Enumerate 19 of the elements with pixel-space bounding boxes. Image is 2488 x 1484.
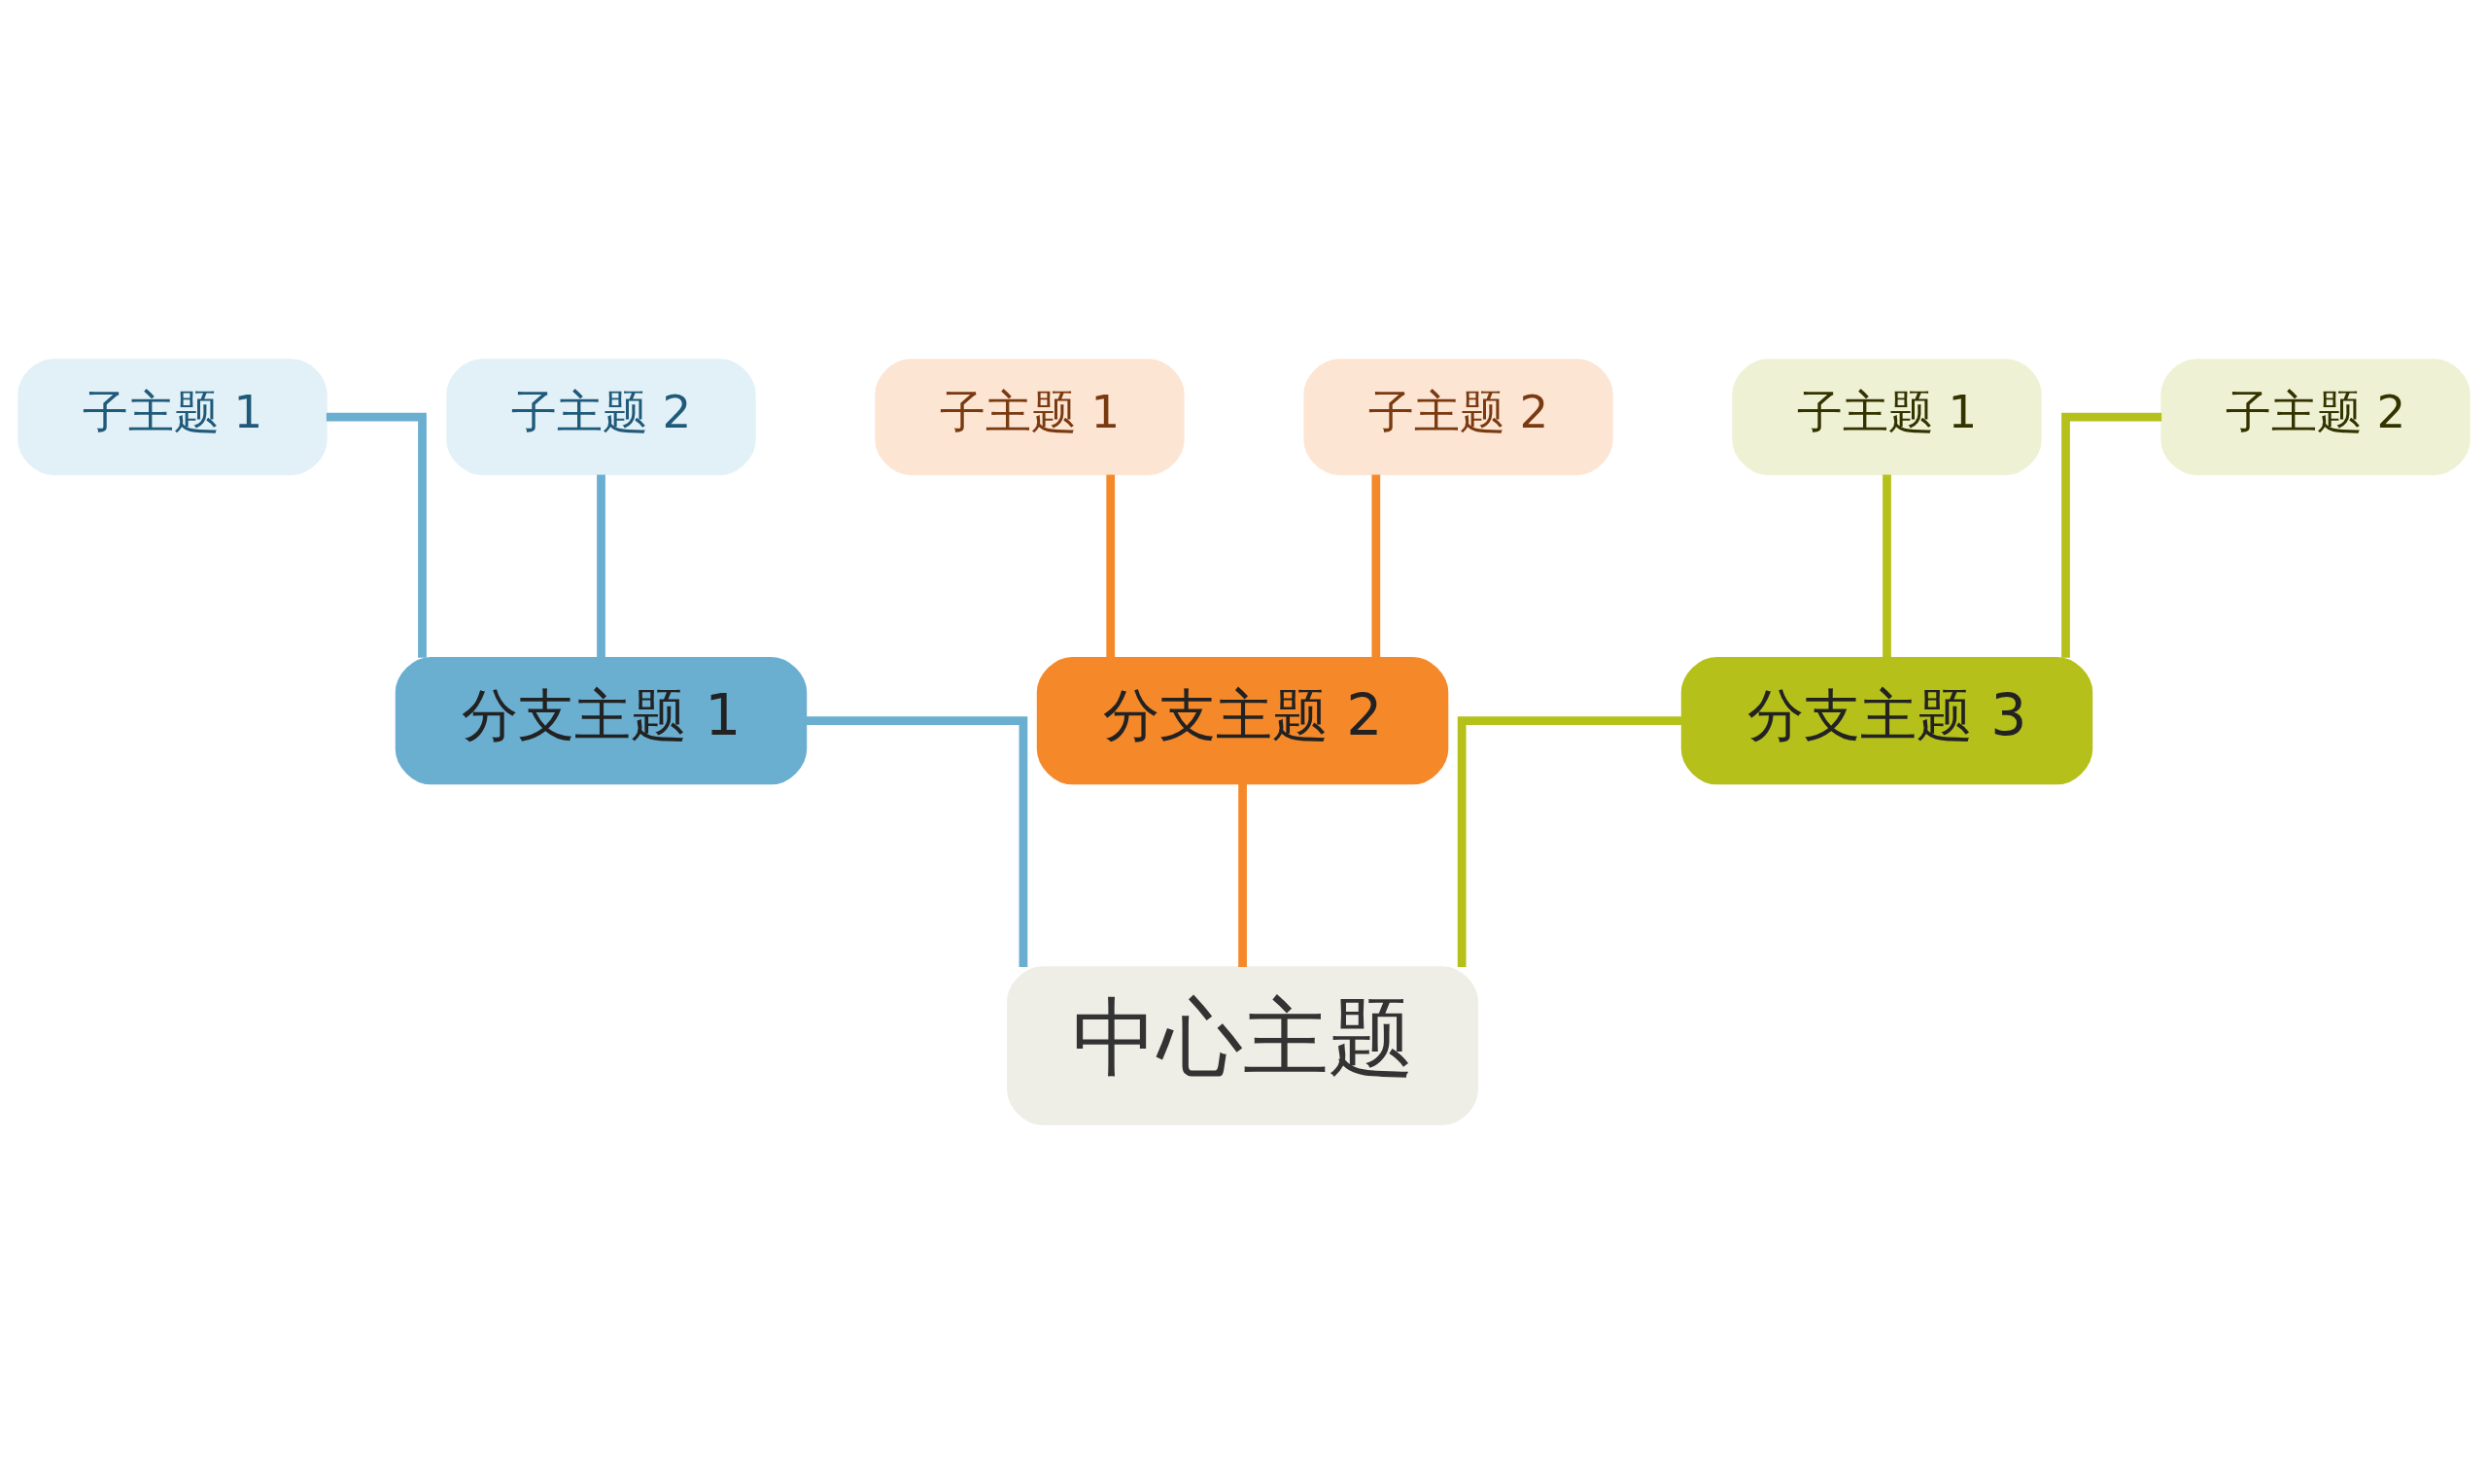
connector (806, 716, 1028, 968)
connector (1238, 783, 1247, 968)
node-box: 分支主题 2 (1036, 656, 1449, 785)
connector (1883, 474, 1891, 658)
node-box: 子主题 2 (2160, 359, 2471, 475)
node-box: 子主题 2 (1303, 359, 1613, 475)
node-box: 分支主题 1 (395, 656, 808, 785)
node-box: 子主题 2 (446, 359, 756, 475)
node-box: 分支主题 3 (1680, 656, 2093, 785)
connector (326, 412, 427, 658)
connector (597, 474, 605, 658)
node-box: 中心主题 (1007, 966, 1478, 1125)
node-box: 子主题 1 (17, 359, 328, 475)
connector (1106, 474, 1116, 658)
connector (2061, 412, 2162, 658)
connector (1457, 716, 1682, 968)
node-box: 子主题 1 (1732, 359, 2042, 475)
node-box: 子主题 1 (875, 359, 1185, 475)
connector (1371, 474, 1381, 658)
